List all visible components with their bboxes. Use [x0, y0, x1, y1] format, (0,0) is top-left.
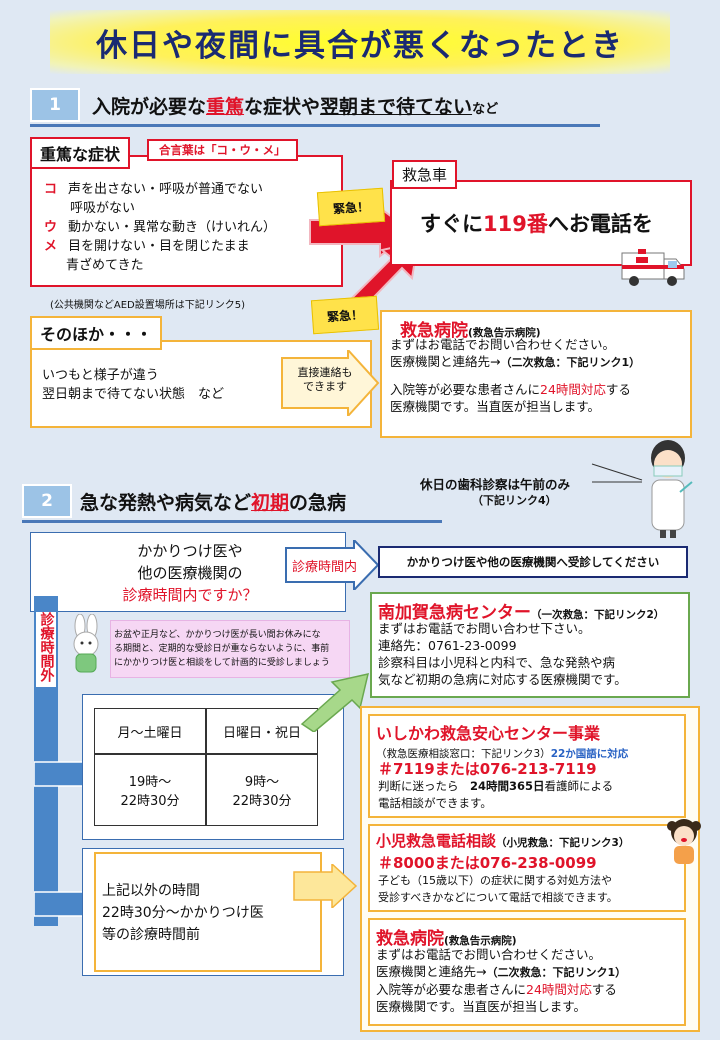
symptom-me-text-2: 青ざめてきた — [66, 258, 144, 273]
weekday-header: 月～土曜日 — [94, 708, 206, 754]
section-number-2: 2 — [22, 484, 72, 518]
symptom-u-mark: ウ — [44, 220, 58, 235]
advice-box — [110, 620, 350, 678]
direct-contact-label: 直接連絡も できます — [297, 366, 353, 393]
in-hours-label: 診療時間内 — [292, 560, 358, 575]
ambulance-icon — [621, 249, 685, 286]
time-table-panel — [82, 694, 344, 840]
dental-callout-lines — [591, 463, 643, 483]
other-symptoms-label: そのほか・・・ — [30, 316, 163, 350]
symptom-me-text: 目を開けない・目を閉じたまま — [68, 239, 250, 254]
section-2-title: 急な発熱や病気など初期の急病 — [80, 492, 347, 514]
symptom-me-mark: メ — [44, 239, 58, 254]
ishikawa-text: 判断に迷ったら 24時間365日看護師による 電話相談ができます。 — [378, 779, 614, 810]
in-hours-arrow — [285, 540, 380, 590]
green-arrow — [300, 673, 370, 732]
dental-note: 休日の歯科診察は午前のみ — [420, 477, 571, 492]
minamikaga-center-box — [370, 592, 690, 698]
holiday-hours: 9時～22時30分 — [206, 754, 318, 826]
ishikawa-center-box — [368, 714, 686, 818]
child-phone-consult-box — [368, 824, 686, 912]
emergency-hospital-box — [380, 310, 692, 438]
child-icon — [667, 819, 701, 864]
child-phone-consult-title: 小児救急電話相談（小児救急：下記リンク3） — [376, 832, 630, 850]
emergency-hospital-box-2 — [368, 918, 686, 1026]
ishikawa-center-subtitle: （救急医療相談窓口：下記リンク3）22か国語に対応 — [376, 748, 629, 760]
question-text: かかりつけ医や 他の医療機関の 診療時間内ですか？ — [122, 542, 258, 604]
section-1-title: 入院が必要な重篤な症状や翌朝まで待てないなど — [92, 96, 499, 118]
time-table: 月～土曜日 日曜日・祝日 19時～22時30分 9時～22時30分 — [94, 708, 318, 826]
minamikaga-center-text: まずはお電話でお問い合わせ下さい。 連絡先：0761-23-0099 診察科目は… — [378, 621, 627, 687]
direct-contact-arrow — [281, 350, 380, 416]
ishikawa-phone[interactable]: ＃7119または076-213-7119 — [378, 760, 597, 778]
child-phone-number[interactable]: ＃8000または076-238-0099 — [378, 854, 597, 872]
keyword-label: 合言葉は「コ・ウ・メ」 — [147, 139, 298, 161]
out-hours-label: 診療時間外 — [36, 612, 56, 687]
symptom-list: コ声を出さない・呼吸が普通でない 呼吸がない ウ動かない・異常な動き（けいれん）… — [44, 180, 276, 275]
section-number-1: 1 — [30, 88, 80, 122]
yellow-arrow — [293, 864, 358, 908]
other-symptoms-text: いつもと様子が違う 翌日朝まで待てない状態 など — [42, 368, 225, 402]
advice-text: お盆や正月など、かかりつけ医が長い間お休みにな る期間と、定期的な受診日が重なら… — [114, 630, 330, 668]
symptom-ko-mark: コ — [44, 182, 58, 197]
call-119-text: すぐに119番へお電話を — [420, 212, 653, 236]
dentist-icon — [651, 440, 693, 538]
dental-note-link: （下記リンク4） — [472, 494, 557, 507]
in-hours-destination[interactable]: かかりつけ医や他の医療機関へ受診してください — [378, 546, 688, 578]
other-time-box — [94, 852, 322, 972]
ishikawa-center-title: いしかわ救急安心センター事業 — [376, 724, 601, 743]
ambulance-label: 救急車 — [392, 160, 458, 189]
holiday-header: 日曜日・祝日 — [206, 708, 318, 754]
child-phone-consult-text: 子ども（15歳以下）の症状に関する対処方法や 受診すべきかなどについて電話で相談… — [378, 874, 618, 904]
rabbit-nurse-icon — [73, 614, 99, 673]
urgent-badge-1: 緊急！ — [316, 187, 386, 227]
minamikaga-center-title: 南加賀急病センター（一次救急：下記リンク2） — [378, 603, 665, 623]
weekday-hours: 19時～22時30分 — [94, 754, 206, 826]
urgent-badge-2: 緊急！ — [310, 295, 380, 335]
emergency-hospital-title: 救急病院(救急告示病院) — [400, 321, 541, 341]
symptom-u-text: 動かない・異常な動き（けいれん） — [68, 220, 277, 235]
section-1-underline — [30, 124, 600, 127]
other-time-text: 上記以外の時間 22時30分～かかりつけ医 等の診療時間前 — [102, 883, 264, 943]
severe-symptoms-label: 重篤な症状 — [30, 137, 131, 169]
aed-note: (公共機関などAED設置場所は下記リンク5) — [50, 300, 246, 311]
page-title: 休日や夜間に具合が悪くなったとき — [50, 10, 670, 74]
emergency-hospital-text-2: まずはお電話でお問い合わせください。 医療機関と連絡先→（二次救急：下記リンク1… — [376, 947, 627, 1014]
emergency-hospital-title-2: 救急病院(救急告示病院) — [376, 929, 517, 949]
symptom-ko-text-2: 呼吸がない — [70, 201, 136, 216]
emergency-hospital-text: まずはお電話でお問い合わせください。 医療機関と連絡先→（二次救急：下記リンク1… — [390, 337, 641, 414]
section-2-underline — [22, 520, 442, 523]
symptom-ko-text: 声を出さない・呼吸が普通でない — [68, 182, 264, 197]
